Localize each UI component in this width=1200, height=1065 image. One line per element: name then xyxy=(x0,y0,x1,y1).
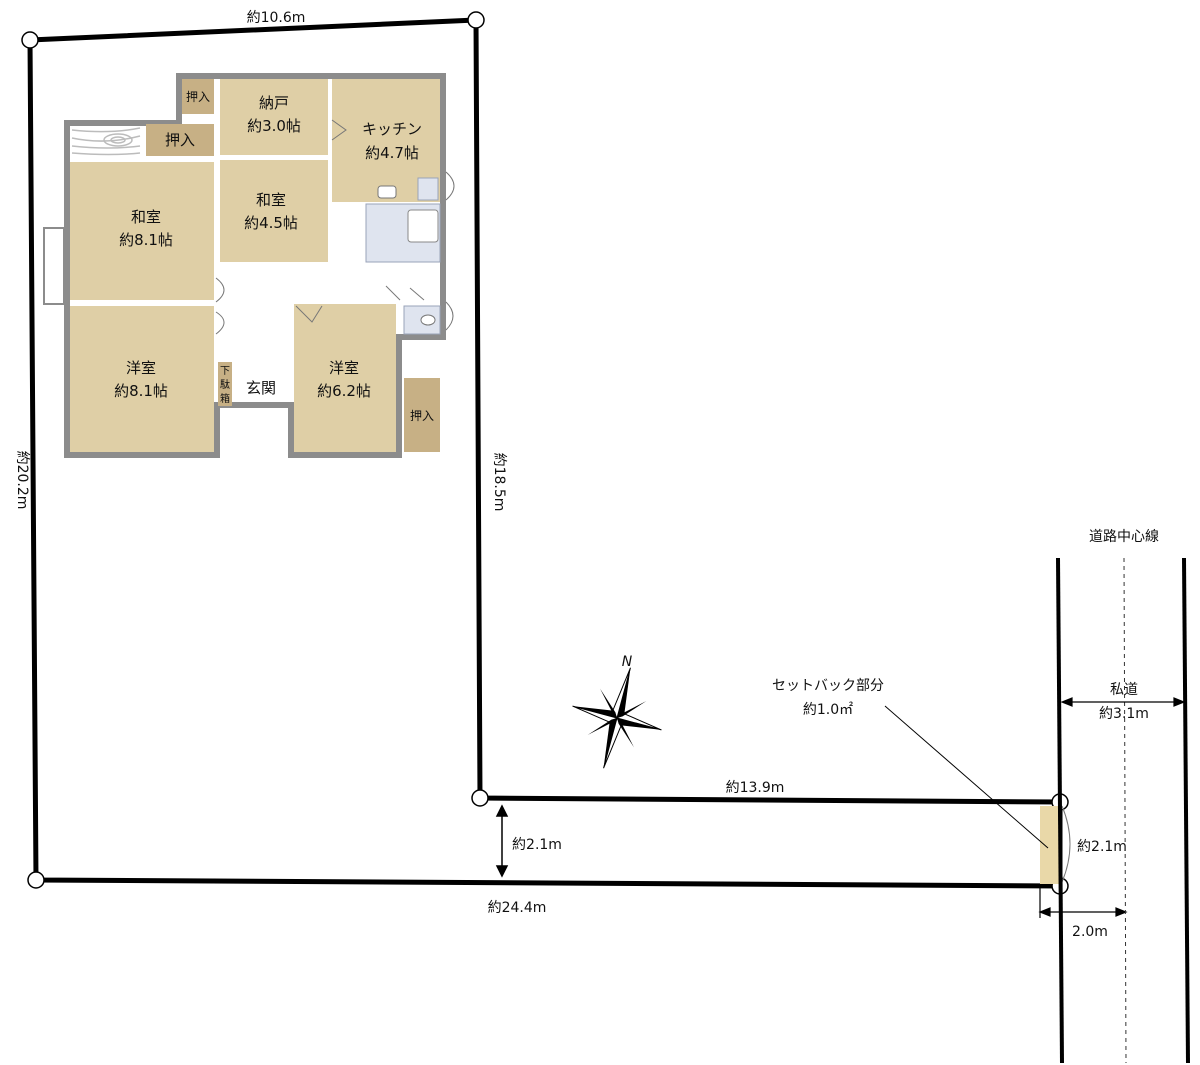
center-distance-arrow xyxy=(1038,888,1128,918)
road-width-arrow xyxy=(1060,697,1186,707)
getabako-label-3: 箱 xyxy=(220,392,230,405)
driveway-width-arrow xyxy=(495,804,509,878)
room-storage xyxy=(220,79,328,155)
road-center-line-label: 道路中心線 xyxy=(1089,529,1159,545)
frontage-arc xyxy=(1061,805,1071,883)
room-youshitsu-right-size: 約6.2帖 xyxy=(317,382,371,400)
bathtub xyxy=(407,209,439,243)
setback-area-value: 約1.0㎡ xyxy=(803,702,853,718)
closet-right xyxy=(404,378,440,452)
genkan-label: 玄関 xyxy=(246,379,276,397)
dim-driveway-width: 約2.1m xyxy=(512,837,562,853)
road-width: 約3.1m xyxy=(1099,706,1149,722)
building-floorplan: 押入 押入 納戸 約3.0帖 キッチン 約4.7帖 和室 xyxy=(43,73,455,458)
dim-driveway-top: 約13.9m xyxy=(726,780,785,796)
getabako-label-2: 駄 xyxy=(220,378,230,391)
corner-marker xyxy=(21,31,39,49)
road-edge-left xyxy=(1056,557,1064,1064)
setback-leader-line xyxy=(884,705,1049,849)
road-type: 私道 xyxy=(1110,682,1138,698)
dim-frontage: 約2.1m xyxy=(1077,839,1127,855)
road xyxy=(1056,557,1190,1064)
compass-icon xyxy=(572,667,662,769)
setback-area xyxy=(1040,806,1060,884)
corner-marker xyxy=(467,11,485,29)
corner-marker xyxy=(27,871,45,889)
dim-to-center: 2.0m xyxy=(1072,924,1108,940)
door-swing-youshitsu-right xyxy=(295,305,323,323)
room-youshitsu-right-name: 洋室 xyxy=(329,359,359,377)
toilet-icon xyxy=(420,314,436,326)
room-washitsu-large-name: 和室 xyxy=(131,208,161,226)
closet-small-label: 押入 xyxy=(186,90,210,104)
tokonoma-wood-grain xyxy=(71,127,141,156)
setback-label: セットバック部分 xyxy=(772,678,884,694)
door-swings xyxy=(215,171,455,335)
room-kitchen-name: キッチン xyxy=(362,120,422,138)
kitchen-counter xyxy=(417,177,439,201)
room-youshitsu-right xyxy=(294,304,396,452)
corner-marker xyxy=(471,789,489,807)
room-kitchen xyxy=(332,79,440,202)
door-swing-kitchen xyxy=(331,119,347,141)
room-youshitsu-left-name: 洋室 xyxy=(126,359,156,377)
room-washitsu-large-size: 約8.1帖 xyxy=(119,231,173,249)
closet-right-label: 押入 xyxy=(410,409,434,423)
room-storage-name: 納戸 xyxy=(259,94,289,112)
room-washitsu-small-name: 和室 xyxy=(256,191,286,209)
dim-left: 約20.2m xyxy=(14,451,30,510)
closet-left xyxy=(146,124,214,156)
room-washitsu-large xyxy=(70,162,214,300)
getabako-label-1: 下 xyxy=(220,366,230,377)
road-center-line xyxy=(1123,557,1127,1064)
sink-icon xyxy=(377,185,397,199)
room-washitsu-small xyxy=(220,160,328,262)
getabako xyxy=(218,362,232,406)
closet-left-label: 押入 xyxy=(165,131,195,149)
window-bay-left xyxy=(43,227,65,305)
room-storage-size: 約3.0帖 xyxy=(247,117,301,135)
dim-top: 約10.6m xyxy=(247,10,306,26)
room-youshitsu-left xyxy=(70,306,214,452)
room-youshitsu-left-size: 約8.1帖 xyxy=(114,382,168,400)
dim-inner-vertical: 約18.5m xyxy=(491,453,507,512)
road-edge-right xyxy=(1182,557,1190,1064)
dim-bottom: 約24.4m xyxy=(488,900,547,916)
compass-north-label: N xyxy=(622,654,633,670)
room-washitsu-small-size: 約4.5帖 xyxy=(244,214,298,232)
room-kitchen-size: 約4.7帖 xyxy=(365,144,419,162)
closet-small xyxy=(182,79,214,114)
